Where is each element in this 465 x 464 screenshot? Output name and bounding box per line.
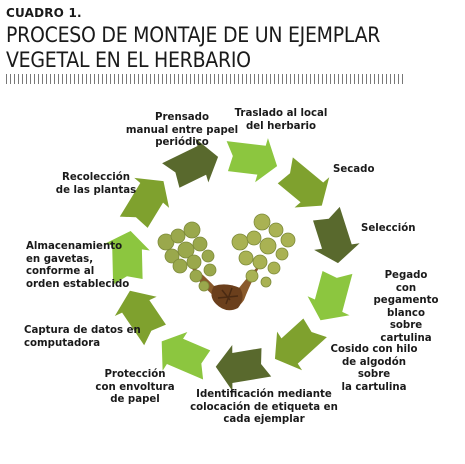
- figure-title-line-1: PROCESO DE MONTAJE DE UN EJEMPLAR: [6, 23, 381, 48]
- specimen-leaf: [267, 261, 281, 275]
- specimen-leaf: [186, 254, 202, 270]
- plant-specimen-image: [157, 213, 296, 311]
- specimen-leaf: [192, 236, 208, 252]
- specimen-leaf: [268, 222, 284, 238]
- step-recoleccion: Recolección de las plantas: [55, 172, 137, 196]
- cycle-arrow-segment: [226, 138, 278, 183]
- step-prensado: Prensado manual entre papel periódico: [125, 112, 239, 149]
- step-seleccion: Selección: [361, 223, 416, 234]
- cycle-arrow-segment: [215, 344, 272, 391]
- specimen-leaf: [253, 213, 271, 231]
- cycle-arrow-segment: [307, 270, 353, 321]
- step-secado: Secado: [333, 164, 375, 175]
- specimen-leaf: [177, 241, 195, 259]
- step-pegado: Pegado con pegamento blanco sobre cartul…: [373, 270, 439, 344]
- specimen-leaf: [259, 237, 277, 255]
- cycle-arrow-segment: [114, 290, 166, 346]
- title-tick-rule: [6, 74, 406, 84]
- specimen-leaf: [280, 232, 296, 248]
- specimen-leaf: [231, 233, 249, 251]
- specimen-leaf: [246, 230, 262, 246]
- step-captura: Captura de datos en computadora: [24, 325, 141, 349]
- specimen-leaf: [170, 228, 186, 244]
- cycle-arrow-segment: [161, 331, 211, 380]
- cycle-arrow-segment: [119, 177, 170, 228]
- specimen-leaf: [203, 263, 217, 277]
- figure-label: CUADRO 1.: [6, 6, 82, 20]
- specimen-leaf: [183, 221, 201, 239]
- specimen-leaf: [238, 250, 254, 266]
- cycle-arrow-segment: [104, 231, 150, 285]
- specimen-leaf: [252, 254, 268, 270]
- specimen-leaf: [189, 269, 203, 283]
- step-traslado: Traslado al local del herbario: [234, 108, 328, 132]
- specimen-leaf: [164, 248, 180, 264]
- figure-title-line-2: VEGETAL EN EL HERBARIO: [6, 48, 251, 73]
- specimen-leaf: [172, 258, 188, 274]
- cycle-arrow-segment: [274, 318, 327, 371]
- specimen-leaf: [198, 280, 210, 292]
- specimen-leaf: [201, 249, 215, 263]
- step-proteccion: Protección con envoltura de papel: [95, 369, 175, 406]
- cycle-arrow-segment: [277, 157, 330, 208]
- cycle-arrows: [104, 138, 360, 391]
- step-identificacion: Identificación mediante colocación de et…: [190, 389, 338, 426]
- cycle-arrow-segment: [162, 138, 219, 188]
- specimen-leaf: [275, 247, 289, 261]
- specimen-leaf: [245, 269, 259, 283]
- cycle-arrow-segment: [313, 206, 360, 264]
- step-cosido: Cosido con hilo de algodón sobre la cart…: [330, 344, 418, 393]
- step-almacenamiento: Almacenamiento en gavetas, conforme al o…: [26, 241, 130, 290]
- specimen-stem: [188, 262, 262, 308]
- specimen-leaf: [260, 276, 272, 288]
- specimen-root-detail: [217, 287, 239, 305]
